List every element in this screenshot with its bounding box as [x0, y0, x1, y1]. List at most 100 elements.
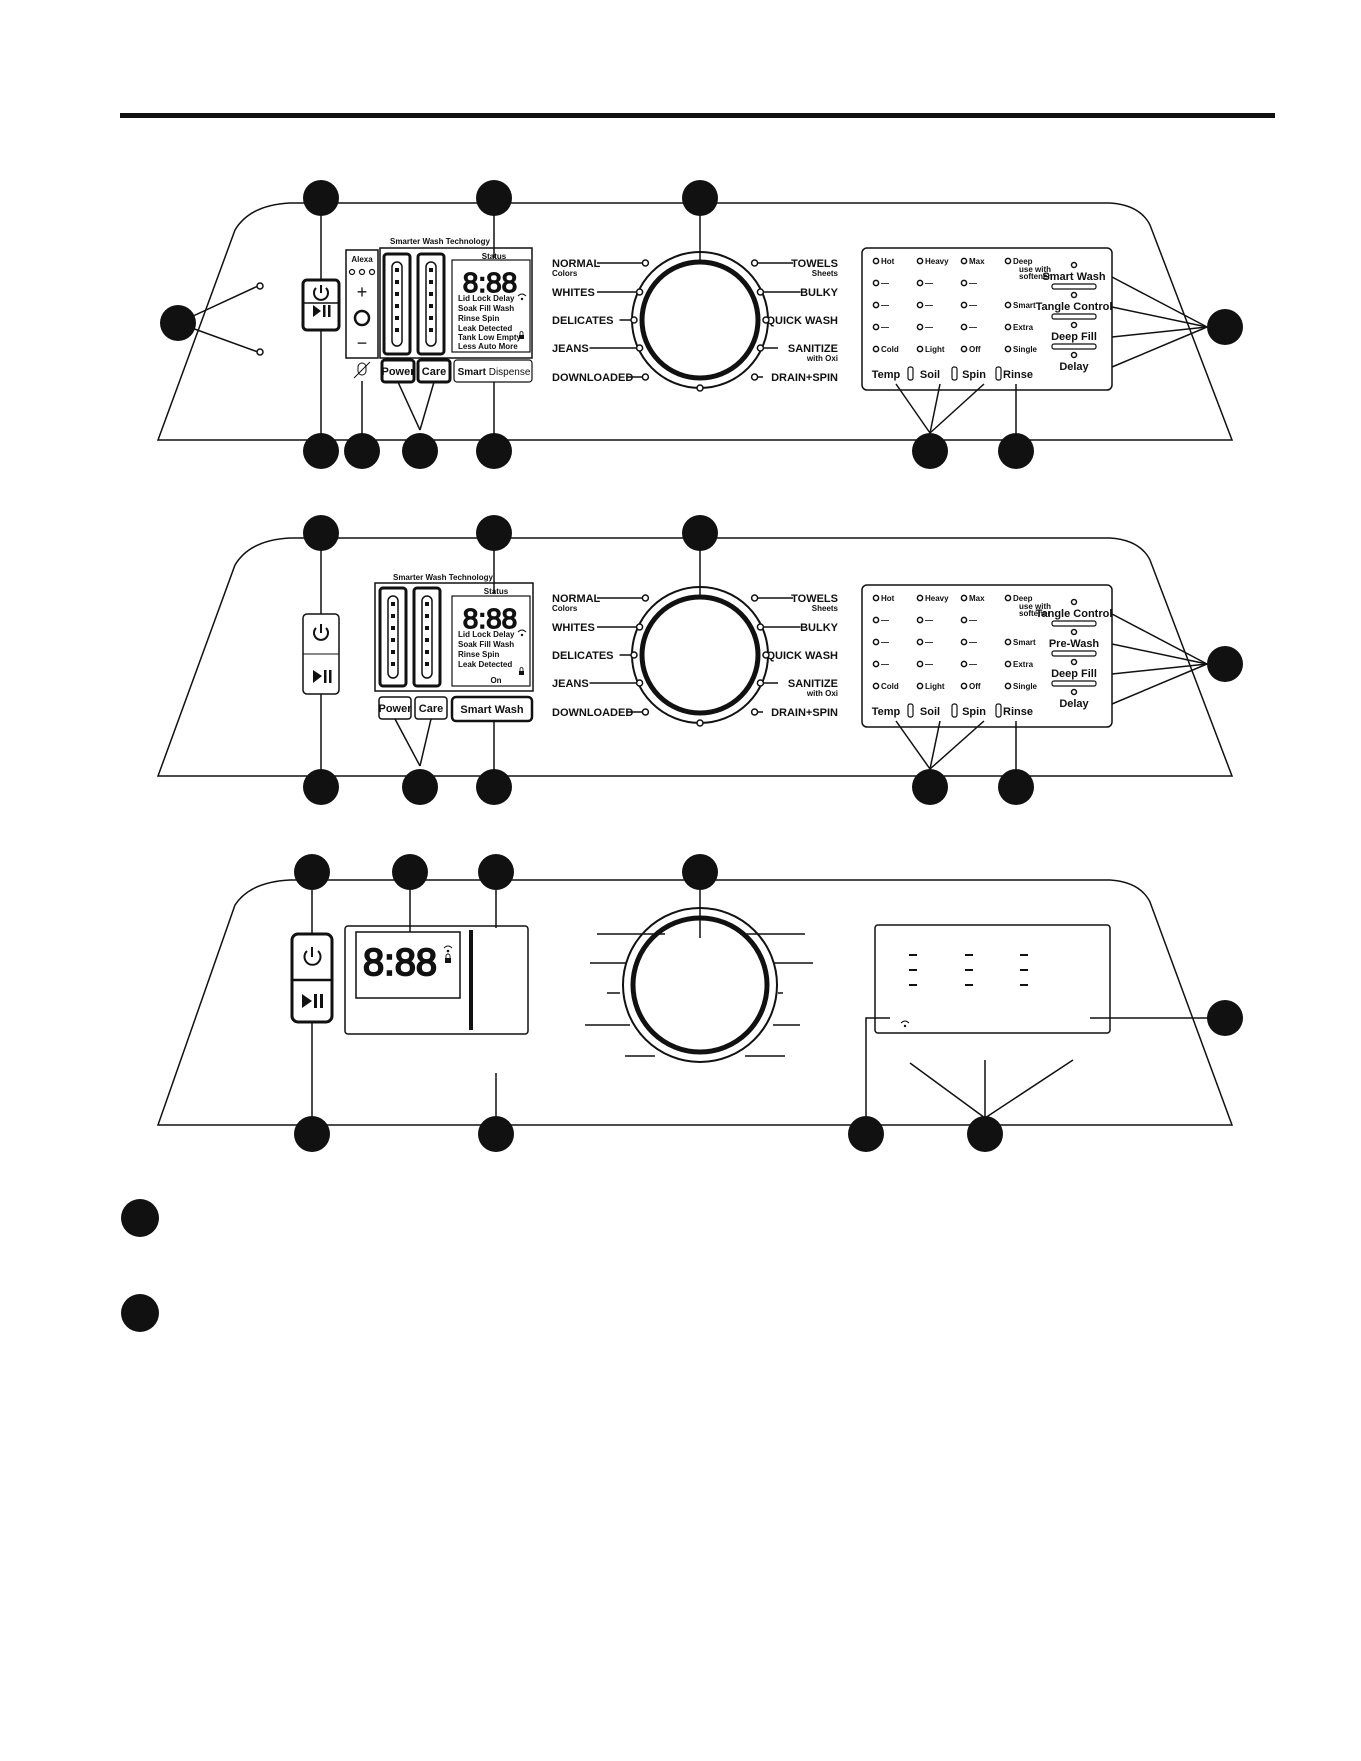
mic-mute-icon[interactable]: [353, 361, 371, 379]
option-level-indicator: [916, 345, 924, 353]
status-display-1: [451, 259, 531, 353]
option-button[interactable]: Tangle Control: [1036, 608, 1113, 620]
option-level-indicator: [960, 682, 968, 690]
panel-3: 8:88: [156, 854, 1243, 1152]
play-pause-icon: [313, 305, 331, 317]
option-button[interactable]: Deep Fill: [1051, 668, 1097, 680]
option-button[interactable]: Tangle Control: [1036, 301, 1113, 313]
power-slider-1[interactable]: [382, 252, 412, 356]
time-digits-1: 8:88: [463, 267, 518, 298]
cycle-sublabel: Colors: [552, 269, 578, 278]
cycle-label[interactable]: DELICATES: [552, 315, 614, 327]
smart-wash-button-2[interactable]: Smart Wash: [450, 695, 534, 723]
option-button[interactable]: Delay: [1059, 698, 1089, 710]
cycle-label[interactable]: JEANS: [552, 678, 589, 690]
option-column-button[interactable]: Soil: [920, 706, 940, 718]
option-level-label: —: [881, 301, 889, 310]
panel-2: Smarter Wash Technology Status 8:88: [156, 515, 1243, 805]
option-level-label: Smart: [1013, 638, 1036, 647]
cycle-sublabel: with Oxi: [806, 689, 838, 698]
wifi-icon: [517, 629, 527, 637]
cycle-label[interactable]: DOWNLOADED: [552, 707, 633, 719]
power-start-button-1[interactable]: [301, 278, 341, 332]
option-column-button[interactable]: Temp: [872, 369, 901, 381]
option-button[interactable]: Smart Wash: [1042, 271, 1105, 283]
cycle-label[interactable]: TOWELS: [791, 593, 838, 605]
volume-down-button[interactable]: −: [357, 333, 368, 353]
care-slider-2[interactable]: [412, 586, 442, 688]
slider-bar-3[interactable]: [469, 930, 473, 1030]
time-digits-2: 8:88: [463, 603, 518, 634]
cycle-label[interactable]: BULKY: [800, 287, 839, 299]
cycle-label[interactable]: WHITES: [552, 622, 595, 634]
option-leader-line: [1111, 306, 1208, 328]
cycle-indicator: [750, 373, 759, 381]
cycle-label[interactable]: DRAIN+SPIN: [771, 707, 838, 719]
option-leader-line: [1111, 643, 1208, 665]
power-button-2[interactable]: Power: [378, 696, 412, 720]
cycle-dial-1[interactable]: [631, 251, 769, 389]
option-column-button[interactable]: Temp: [872, 706, 901, 718]
option-column-button[interactable]: Soil: [920, 369, 940, 381]
lock-icon: [519, 331, 524, 339]
cycle-label[interactable]: BULKY: [800, 622, 839, 634]
option-button[interactable]: Pre-Wash: [1049, 638, 1100, 650]
cycle-label[interactable]: DELICATES: [552, 650, 614, 662]
option-level-label: Heavy: [925, 594, 949, 603]
cycle-label[interactable]: WHITES: [552, 287, 595, 299]
cycle-label[interactable]: JEANS: [552, 343, 589, 355]
cycle-label[interactable]: NORMAL: [552, 258, 601, 270]
option-level-label: —: [881, 638, 889, 647]
option-level-label: Extra: [1013, 660, 1034, 669]
option-leader-line: [929, 383, 985, 434]
option-button-bar: [1051, 313, 1097, 320]
legend-markers: [121, 1199, 159, 1332]
cycle-label[interactable]: TOWELS: [791, 258, 838, 270]
option-level-label: —: [925, 323, 933, 332]
option-button-bar: [1051, 620, 1097, 627]
option-leader-line: [1111, 663, 1208, 675]
option-level-label: —: [969, 638, 977, 647]
cycle-indicator: [641, 594, 650, 602]
option-leader-line: [895, 383, 931, 434]
alexa-button[interactable]: [353, 309, 371, 327]
care-slider-1[interactable]: [416, 252, 446, 356]
power-button-1[interactable]: Power: [380, 358, 416, 384]
option-level-indicator: [872, 323, 880, 331]
option-level-indicator: [1004, 257, 1012, 265]
option-column-button[interactable]: Spin: [962, 369, 986, 381]
option-leader-line: [1111, 326, 1208, 338]
option-button[interactable]: Deep Fill: [1051, 331, 1097, 343]
cycle-indicator: [696, 384, 704, 392]
option-column-button[interactable]: Rinse: [1003, 706, 1033, 718]
power-start-button-3[interactable]: [290, 932, 334, 1024]
cycle-label[interactable]: QUICK WASH: [767, 650, 839, 662]
option-button[interactable]: Delay: [1059, 361, 1089, 373]
cycle-label[interactable]: SANITIZE: [788, 678, 838, 690]
cycle-label[interactable]: QUICK WASH: [767, 315, 839, 327]
cycle-label[interactable]: DRAIN+SPIN: [771, 372, 838, 384]
option-column-button[interactable]: Rinse: [1003, 369, 1033, 381]
option-column-button[interactable]: Spin: [962, 706, 986, 718]
power-slider-2[interactable]: [378, 586, 408, 688]
cycle-indicator: [641, 373, 650, 381]
cycle-label[interactable]: NORMAL: [552, 593, 601, 605]
cycle-label[interactable]: SANITIZE: [788, 343, 838, 355]
care-button-2[interactable]: Care: [414, 696, 448, 720]
cycle-sublabel: Sheets: [812, 604, 839, 613]
care-button-label: Care: [422, 366, 446, 378]
cycle-label[interactable]: DOWNLOADED: [552, 372, 633, 384]
option-level-indicator: [960, 279, 968, 287]
option-button-bar: [1051, 343, 1097, 350]
option-level-label: Deep: [1013, 594, 1033, 603]
option-level-indicator: [960, 660, 968, 668]
cycle-dial-2[interactable]: [631, 586, 769, 724]
cycle-indicator: [762, 316, 770, 324]
care-button-1[interactable]: Care: [416, 358, 452, 384]
power-button-label: Power: [381, 366, 415, 378]
volume-up-button[interactable]: +: [357, 282, 368, 302]
cycle-indicator: [635, 679, 644, 687]
smart-dispense-button[interactable]: Smart Dispense: [453, 359, 533, 383]
status-display-3: [355, 931, 461, 999]
power-start-button-2[interactable]: [302, 613, 340, 695]
